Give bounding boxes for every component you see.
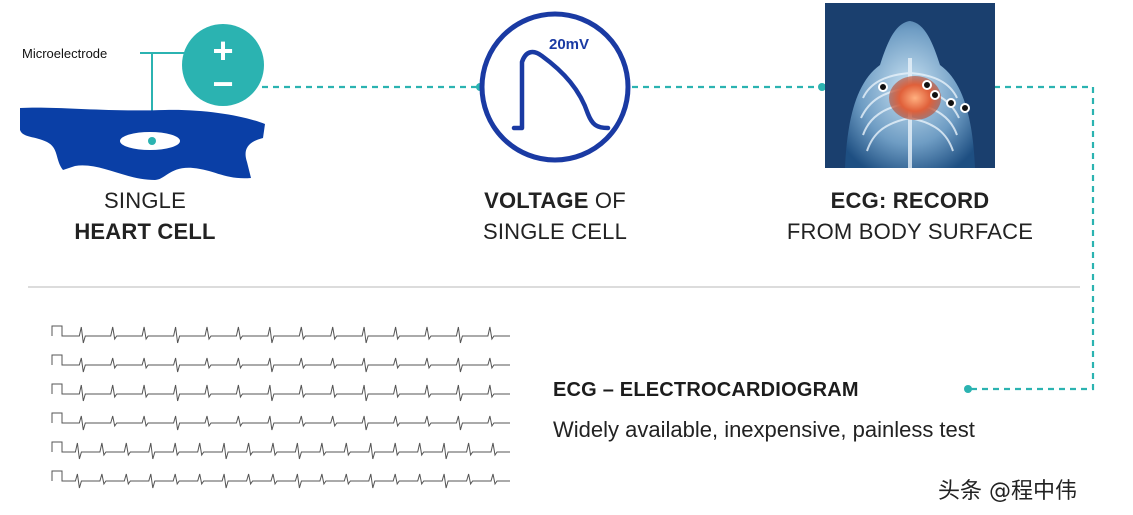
plus-sign: +	[212, 30, 233, 71]
caption-single-heart-cell: SINGLE HEART CELL	[40, 185, 250, 247]
caption-cell-line2: HEART CELL	[74, 219, 216, 244]
action-potential-icon: 20mV	[479, 11, 631, 163]
ecg-lead-trace	[51, 412, 510, 431]
ecg-trace-icon	[51, 325, 510, 489]
minus-sign: −	[212, 63, 233, 104]
ecg-lead-trace	[51, 441, 510, 460]
electrode-sign-icon: + −	[182, 24, 264, 106]
chest-xray-icon	[825, 3, 995, 168]
heart-cell-icon	[20, 52, 265, 180]
caption-cell-line1: SINGLE	[104, 188, 186, 213]
caption-ecg-line1: ECG: RECORD	[830, 188, 990, 213]
ecg-lead-trace	[51, 383, 510, 402]
voltage-scale-label: 20mV	[549, 36, 589, 53]
ecg-lead-trace	[51, 354, 510, 373]
ecg-lead-trace	[51, 325, 510, 344]
caption-voltage: VOLTAGE OF SINGLE CELL	[430, 185, 680, 247]
caption-voltage-rest: OF	[588, 188, 626, 213]
ecg-lead-trace	[51, 470, 510, 489]
ecg-title: ECG – ELECTROCARDIOGRAM	[553, 379, 859, 401]
caption-ecg-line2: FROM BODY SURFACE	[786, 219, 1034, 244]
connector-ecg-down	[968, 85, 1095, 391]
ecg-subtitle: Widely available, inexpensive, painless …	[553, 417, 975, 442]
caption-voltage-bold: VOLTAGE	[484, 188, 589, 213]
caption-voltage-line2: SINGLE CELL	[482, 219, 628, 244]
microelectrode-label: Microelectrode	[22, 46, 108, 61]
caption-ecg-record: ECG: RECORD FROM BODY SURFACE	[755, 185, 1065, 247]
watermark: 头条 @程中伟	[938, 479, 1077, 504]
